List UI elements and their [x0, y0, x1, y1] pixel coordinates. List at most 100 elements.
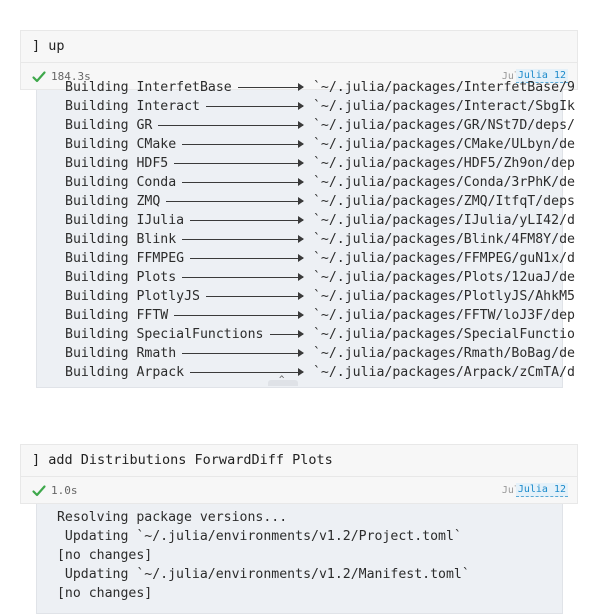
build-destination: `~/.julia/packages/Plots/12uaJ/de [305, 270, 575, 285]
arrow-icon [190, 367, 304, 376]
arrow-icon [206, 291, 304, 300]
build-destination: `~/.julia/packages/SpecialFunctio [305, 327, 575, 342]
output-line: Building Conda `~/.julia/packages/Conda/… [65, 173, 575, 192]
build-destination: `~/.julia/packages/Conda/3rPhK/de [305, 175, 575, 190]
build-destination: `~/.julia/packages/Rmath/BoBag/de [305, 346, 575, 361]
cell-status-bar: 1.0s Julia Julia 12 [20, 476, 578, 504]
build-prefix: Building [65, 232, 137, 247]
arrow-icon [174, 158, 304, 167]
build-destination: `~/.julia/packages/FFTW/loJ3F/dep [305, 308, 575, 323]
output-line: Building GR `~/.julia/packages/GR/NSt7D/… [65, 116, 575, 135]
build-prefix: Building [65, 327, 137, 342]
package-name: FFMPEG [136, 251, 185, 266]
build-destination: `~/.julia/packages/GR/NSt7D/deps/ [305, 118, 575, 133]
output-line: Building InterfetBase `~/.julia/packages… [65, 78, 575, 97]
package-name: FFTW [136, 308, 169, 323]
check-icon [32, 71, 46, 83]
build-prefix: Building [65, 270, 137, 285]
arrow-icon [158, 120, 304, 129]
package-name: IJulia [136, 213, 185, 228]
build-destination: `~/.julia/packages/IJulia/yLI42/d [305, 213, 575, 228]
build-destination: `~/.julia/packages/Arpack/zCmTA/d [305, 365, 575, 380]
build-prefix: Building [65, 156, 137, 171]
build-prefix: Building [65, 118, 137, 133]
package-name: ZMQ [136, 194, 161, 209]
build-destination: `~/.julia/packages/HDF5/Zh9on/dep [305, 156, 575, 171]
output-line: Building FFMPEG `~/.julia/packages/FFMPE… [65, 249, 575, 268]
output-line: Building Blink `~/.julia/packages/Blink/… [65, 230, 575, 249]
code-line[interactable]: ] add Distributions ForwardDiff Plots [32, 452, 333, 468]
arrow-icon [182, 272, 304, 281]
cell-output: Resolving package versions... Updating `… [36, 504, 563, 614]
arrow-icon [190, 215, 304, 224]
package-name: Conda [136, 175, 177, 190]
build-destination: `~/.julia/packages/CMake/ULbyn/de [305, 137, 575, 152]
chevron-up-icon: ^ [279, 375, 285, 385]
output-line: Building Interact `~/.julia/packages/Int… [65, 97, 575, 116]
arrow-icon [174, 310, 304, 319]
output-line: Building Rmath `~/.julia/packages/Rmath/… [65, 344, 575, 363]
package-name: Rmath [136, 346, 177, 361]
build-prefix: Building [65, 289, 137, 304]
code-line[interactable]: ] up [32, 38, 65, 54]
output-line: Building IJulia `~/.julia/packages/IJuli… [65, 211, 575, 230]
build-prefix: Building [65, 365, 137, 380]
output-line: Building Arpack `~/.julia/packages/Arpac… [65, 363, 575, 382]
version-link[interactable]: Julia 12 [515, 483, 568, 497]
build-prefix: Building [65, 251, 137, 266]
package-name: GR [136, 118, 153, 133]
arrow-icon [182, 234, 304, 243]
output-line: Building SpecialFunctions `~/.julia/pack… [65, 325, 575, 344]
arrow-icon [182, 177, 304, 186]
build-prefix: Building [65, 99, 137, 114]
build-prefix: Building [65, 194, 137, 209]
collapse-output-button[interactable]: ^ [268, 375, 298, 386]
build-destination: `~/.julia/packages/Blink/4FM8Y/de [305, 232, 575, 247]
package-name: Plots [136, 270, 177, 285]
output-line: Building ZMQ `~/.julia/packages/ZMQ/Itfq… [65, 192, 575, 211]
arrow-icon [269, 329, 305, 338]
version-link[interactable]: Julia 12 [515, 69, 568, 83]
build-prefix: Building [65, 137, 137, 152]
package-name: PlotlyJS [136, 289, 200, 304]
package-name: HDF5 [136, 156, 169, 171]
arrow-icon [206, 101, 304, 110]
cell-output: Building InterfetBase `~/.julia/packages… [36, 80, 575, 388]
output-line: [no changes] [49, 586, 153, 601]
runtime-label: 184.3s [51, 70, 91, 83]
output-line: [no changes] [49, 548, 153, 563]
arrow-icon [237, 82, 305, 91]
output-line: Building Plots `~/.julia/packages/Plots/… [65, 268, 575, 287]
arrow-icon [182, 139, 304, 148]
package-name: Interact [136, 99, 200, 114]
build-destination: `~/.julia/packages/ZMQ/ItfqT/deps [305, 194, 575, 209]
build-prefix: Building [65, 80, 137, 95]
arrow-icon [190, 253, 304, 262]
build-prefix: Building [65, 308, 137, 323]
arrow-icon [166, 196, 304, 205]
arrow-icon [182, 348, 304, 357]
code-input[interactable]: ] add Distributions ForwardDiff Plots [20, 444, 578, 476]
build-prefix: Building [65, 346, 137, 361]
package-name: Arpack [136, 365, 185, 380]
check-icon [32, 485, 46, 497]
build-destination: `~/.julia/packages/InterfetBase/9 [305, 80, 575, 95]
output-line: Building CMake `~/.julia/packages/CMake/… [65, 135, 575, 154]
build-prefix: Building [65, 175, 137, 190]
build-destination: `~/.julia/packages/Interact/SbgIk [305, 99, 575, 114]
build-destination: `~/.julia/packages/PlotlyJS/AhkM5 [305, 289, 575, 304]
output-line: Building FFTW `~/.julia/packages/FFTW/lo… [65, 306, 575, 325]
package-name: Blink [136, 232, 177, 247]
code-input[interactable]: ] up [20, 30, 578, 62]
package-name: SpecialFunctions [136, 327, 264, 342]
build-destination: `~/.julia/packages/FFMPEG/guN1x/d [305, 251, 575, 266]
runtime-label: 1.0s [51, 484, 78, 497]
output-line: Building HDF5 `~/.julia/packages/HDF5/Zh… [65, 154, 575, 173]
package-name: InterfetBase [136, 80, 232, 95]
output-line: Updating `~/.julia/environments/v1.2/Man… [49, 567, 470, 582]
build-prefix: Building [65, 213, 137, 228]
output-line: Updating `~/.julia/environments/v1.2/Pro… [49, 529, 462, 544]
output-line: Resolving package versions... [49, 510, 288, 525]
output-line: Building PlotlyJS `~/.julia/packages/Plo… [65, 287, 575, 306]
package-name: CMake [136, 137, 177, 152]
